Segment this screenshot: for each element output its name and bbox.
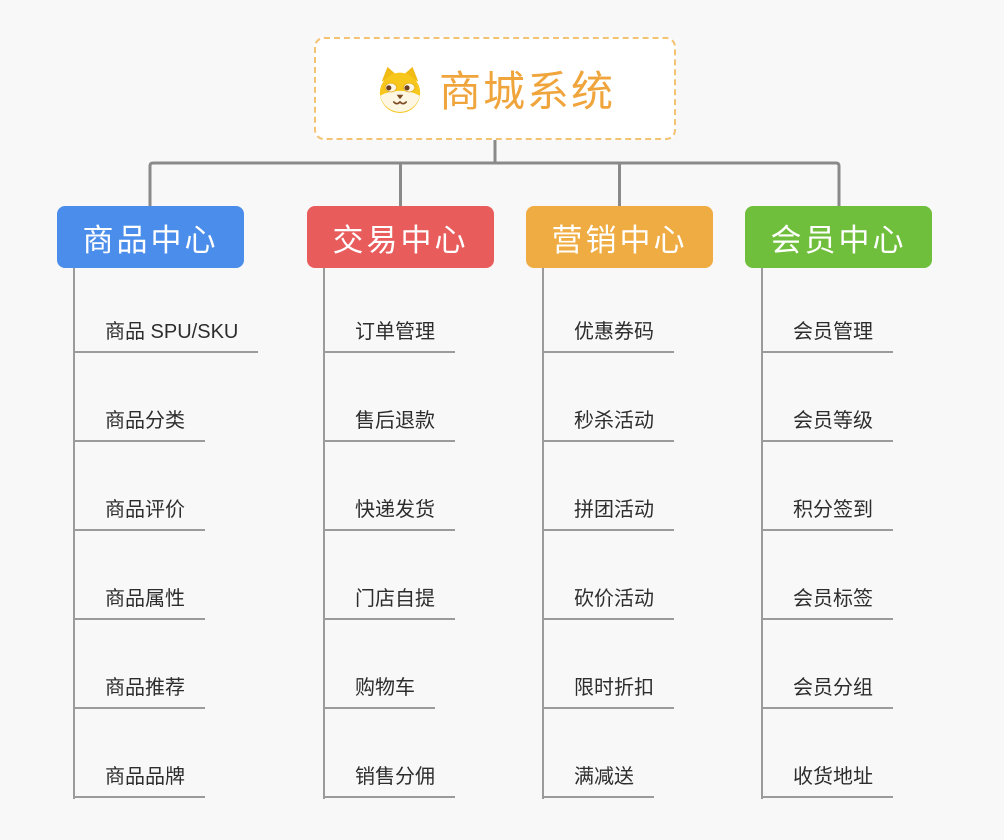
branch-1: 商品中心 商品 SPU/SKU 商品分类商品评价商品属性商品推荐商品品牌 (57, 206, 307, 826)
branch-label: 会员中心 (770, 222, 907, 258)
branch-item[interactable]: 商品 SPU/SKU (73, 318, 259, 353)
branch-trunk-line (73, 268, 75, 799)
branch-item[interactable]: 满减送 (542, 763, 654, 798)
branch-trunk-line (323, 268, 325, 799)
branch-header-3[interactable]: 营销中心 (526, 206, 713, 268)
branch-3: 营销中心 优惠券码秒杀活动拼团活动砍价活动限时折扣满减送 (526, 206, 776, 826)
branch-item[interactable]: 拼团活动 (542, 496, 674, 531)
branch-item[interactable]: 销售分佣 (323, 763, 455, 798)
branch-item[interactable]: 砍价活动 (542, 585, 674, 620)
branch-item[interactable]: 限时折扣 (542, 674, 674, 709)
branch-trunk-line (761, 268, 763, 799)
horizontal-rail-line (148, 161, 841, 206)
branch-label: 交易中心 (332, 222, 469, 258)
branch-item[interactable]: 商品分类 (73, 407, 205, 442)
branch-item[interactable]: 快递发货 (323, 496, 455, 531)
branch-label: 商品中心 (82, 222, 219, 258)
branch-header-2[interactable]: 交易中心 (307, 206, 494, 268)
branch-trunk-line (542, 268, 544, 799)
branch-item[interactable]: 会员标签 (761, 585, 893, 620)
root-title: 商城系统 (438, 68, 615, 115)
branch-2: 交易中心 订单管理售后退款快递发货门店自提购物车销售分佣 (307, 206, 557, 826)
branch-item[interactable]: 商品属性 (73, 585, 205, 620)
branch-item[interactable]: 订单管理 (323, 318, 455, 353)
branch-header-4[interactable]: 会员中心 (745, 206, 932, 268)
branch-item[interactable]: 售后退款 (323, 407, 455, 442)
branch-item[interactable]: 秒杀活动 (542, 407, 674, 442)
branch-item[interactable]: 会员等级 (761, 407, 893, 442)
branch-4: 会员中心 会员管理会员等级积分签到会员标签会员分组收货地址 (745, 206, 995, 826)
branch-header-1[interactable]: 商品中心 (57, 206, 244, 268)
branch-item[interactable]: 优惠券码 (542, 318, 674, 353)
root-node[interactable]: 商城系统 (314, 37, 676, 140)
branch-item[interactable]: 商品评价 (73, 496, 205, 531)
branch-item[interactable]: 收货地址 (761, 763, 893, 798)
branch-item[interactable]: 商品品牌 (73, 763, 205, 798)
branch-item[interactable]: 购物车 (323, 674, 435, 709)
branch-item[interactable]: 门店自提 (323, 585, 455, 620)
branch-label: 营销中心 (551, 222, 688, 258)
branch-item[interactable]: 会员管理 (761, 318, 893, 353)
branch-item[interactable]: 商品推荐 (73, 674, 205, 709)
branch-item[interactable]: 会员分组 (761, 674, 893, 709)
branch-item[interactable]: 积分签到 (761, 496, 893, 531)
shiba-dog-face-icon (379, 66, 421, 113)
